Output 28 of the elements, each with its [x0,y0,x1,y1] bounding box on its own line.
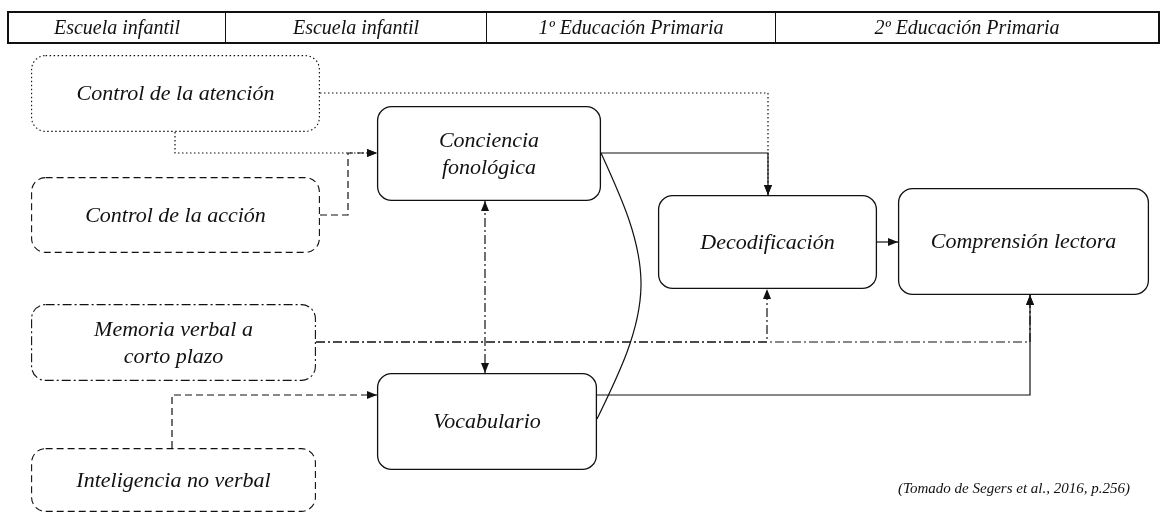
column-header: Escuela infantil [225,13,486,42]
process-box [31,448,316,512]
process-box [377,373,597,470]
node-label: Memoria verbal a corto plazo [93,316,254,369]
process-box [377,106,601,201]
node-label: Decodificación [700,228,835,256]
node-label: Control de la acción [85,201,266,229]
node-label: Comprensión lectora [930,228,1117,255]
node-label: Vocabulario [433,408,541,435]
process-box [658,195,877,289]
process-box [898,188,1149,295]
arrow [876,238,899,246]
node-label: Conciencia fonológica [437,127,541,180]
process-box [31,177,320,253]
curved-connector [596,152,642,420]
arrow [481,200,489,374]
arrow [600,152,772,196]
source-caption: (Tomado de Segers et al., 2016, p.256) [898,480,1130,497]
column-header: Escuela infantil [52,15,182,41]
arrow [596,294,1034,396]
column-header: 2º Educación Primaria [775,13,1158,42]
node-label: Inteligencia no verbal [76,466,271,494]
process-box [31,304,316,381]
node-label: Control de la atención [76,80,275,107]
arrow [319,149,378,216]
process-box [31,55,320,132]
arrow [171,391,378,449]
column-header: 1º Educación Primaria [486,13,775,42]
